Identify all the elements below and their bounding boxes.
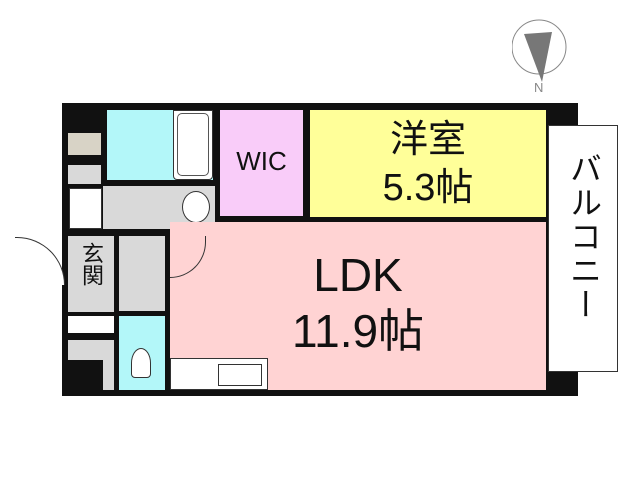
north-arrow-icon (511, 19, 567, 82)
corner-pillar (68, 360, 103, 396)
balcony (548, 125, 618, 372)
entrance-label: 玄関 (79, 242, 104, 286)
wic-room (220, 110, 303, 216)
balcony-label: バルコニー (566, 152, 602, 322)
bathtub-inner (177, 113, 209, 176)
washbasin (182, 191, 210, 223)
bathtub (173, 110, 213, 180)
storage-beige (68, 133, 101, 155)
sink (218, 364, 262, 386)
washer-panel (69, 188, 102, 229)
compass: N (511, 18, 572, 98)
compass-north-label: N (534, 80, 544, 95)
shoe-shelf (68, 316, 114, 333)
ldk-size: 11.9帖 (291, 305, 425, 357)
storage-gray (68, 165, 101, 184)
western-room-label: 洋室 (389, 119, 466, 161)
toilet (131, 348, 151, 378)
western-room-size: 5.3帖 (382, 167, 474, 209)
wic-label: WIC (236, 146, 287, 176)
entrance (68, 236, 114, 312)
western-room (310, 110, 546, 217)
hallway (119, 236, 165, 311)
front-door[interactable] (15, 237, 65, 285)
ldk-label: LDK (313, 249, 403, 301)
